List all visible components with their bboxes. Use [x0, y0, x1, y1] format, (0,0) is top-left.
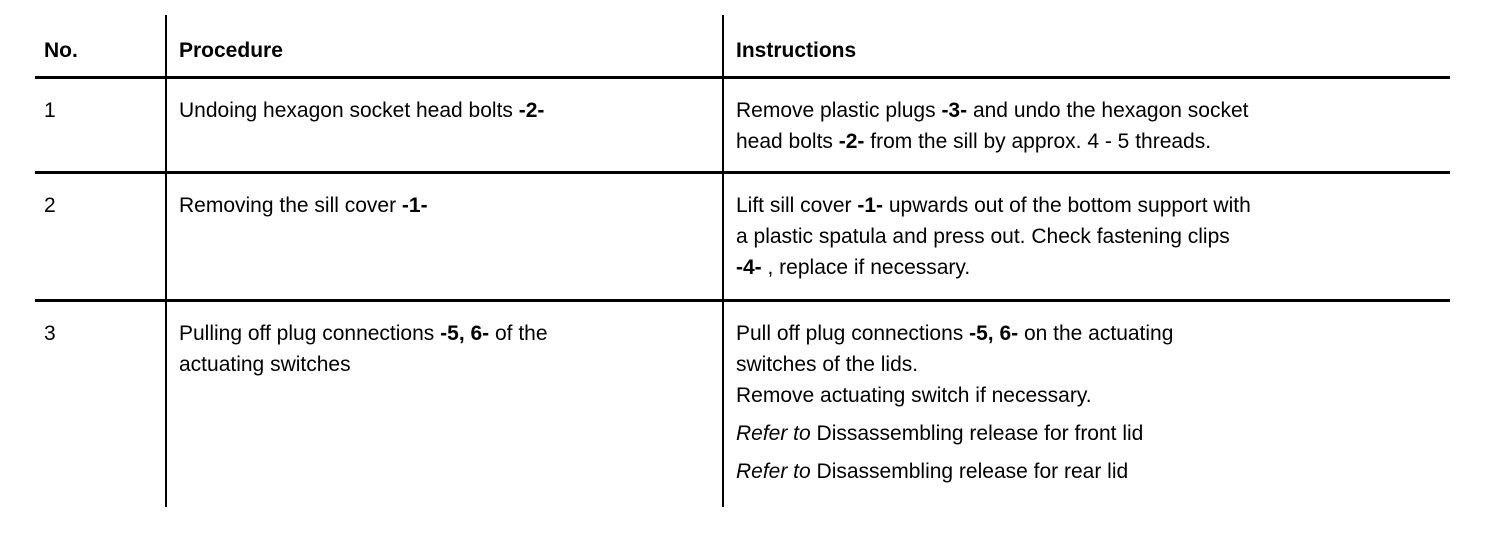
- table-row: 1 Undoing hexagon socket head bolts -2- …: [35, 76, 1450, 173]
- part-reference: -1-: [857, 194, 884, 217]
- procedure-cell: Undoing hexagon socket head bolts -2-: [165, 76, 723, 173]
- instruction-paragraph: Remove actuating switch if necessary.: [736, 380, 1436, 411]
- text-segment: Removing the sill cover: [179, 194, 402, 217]
- procedure-text: Undoing hexagon socket head bolts -2-: [179, 95, 708, 126]
- refer-to-label: Refer to: [736, 460, 817, 483]
- part-reference: -1-: [401, 194, 428, 217]
- text-segment: Pull off plug connections: [736, 322, 970, 345]
- instructions-cell: Remove plastic plugs -3- and undo the he…: [722, 76, 1450, 173]
- text-segment: of the: [489, 322, 548, 345]
- text-segment: and undo the hexagon socket: [967, 99, 1249, 122]
- text-segment: switches of the lids.: [736, 353, 919, 376]
- column-header-no: No.: [44, 39, 78, 62]
- refer-to-note: Refer to Disassembling release for rear …: [736, 456, 1436, 487]
- text-segment: upwards out of the bottom support with: [883, 194, 1251, 217]
- text-segment: Dissassembling release for front lid: [816, 422, 1144, 445]
- table-row: 3 Pulling off plug connections -5, 6- of…: [35, 299, 1450, 507]
- text-segment: from the sill by approx. 4 - 5 threads.: [864, 130, 1212, 153]
- text-segment: Lift sill cover: [736, 194, 858, 217]
- procedure-text: Pulling off plug connections -5, 6- of t…: [179, 318, 708, 380]
- text-segment: Remove actuating switch if necessary.: [736, 384, 1092, 407]
- text-segment: Undoing hexagon socket head bolts: [179, 99, 519, 122]
- procedure-cell: Removing the sill cover -1-: [165, 171, 723, 301]
- refer-to-label: Refer to: [736, 422, 817, 445]
- text-segment: a plastic spatula and press out. Check f…: [736, 225, 1230, 248]
- row-number: 1: [35, 76, 166, 173]
- part-reference: -2-: [518, 99, 545, 122]
- row-number: 2: [35, 171, 166, 301]
- text-segment: , replace if necessary.: [761, 256, 971, 279]
- procedure-table: No. Procedure Instructions 1 Undoing hex…: [35, 15, 1450, 507]
- part-reference: -2-: [838, 130, 865, 153]
- instruction-paragraph: Pull off plug connections -5, 6- on the …: [736, 318, 1436, 380]
- header-row: No. Procedure Instructions: [35, 15, 1450, 78]
- text-segment: actuating switches: [179, 353, 351, 376]
- instruction-paragraph: Lift sill cover -1- upwards out of the b…: [736, 190, 1436, 283]
- part-reference: -4-: [736, 256, 762, 279]
- part-reference: -5, 6-: [440, 322, 490, 345]
- row-number: 3: [35, 299, 166, 507]
- procedure-cell: Pulling off plug connections -5, 6- of t…: [165, 299, 723, 507]
- part-reference: -5, 6-: [969, 322, 1019, 345]
- instructions-cell: Pull off plug connections -5, 6- on the …: [722, 299, 1450, 507]
- column-header-instructions: Instructions: [722, 15, 1450, 78]
- column-header-procedure: Procedure: [165, 15, 723, 78]
- text-segment: head bolts: [736, 130, 839, 153]
- text-segment: on the actuating: [1018, 322, 1174, 345]
- refer-to-note: Refer to Dissassembling release for fron…: [736, 418, 1436, 449]
- instruction-paragraph: Remove plastic plugs -3- and undo the he…: [736, 95, 1436, 157]
- text-segment: Pulling off plug connections: [179, 322, 441, 345]
- text-segment: Disassembling release for rear lid: [816, 460, 1129, 483]
- procedure-text: Removing the sill cover -1-: [179, 190, 708, 221]
- text-segment: Remove plastic plugs: [736, 99, 942, 122]
- table-row: 2 Removing the sill cover -1- Lift sill …: [35, 171, 1450, 301]
- part-reference: -3-: [941, 99, 968, 122]
- instructions-cell: Lift sill cover -1- upwards out of the b…: [722, 171, 1450, 301]
